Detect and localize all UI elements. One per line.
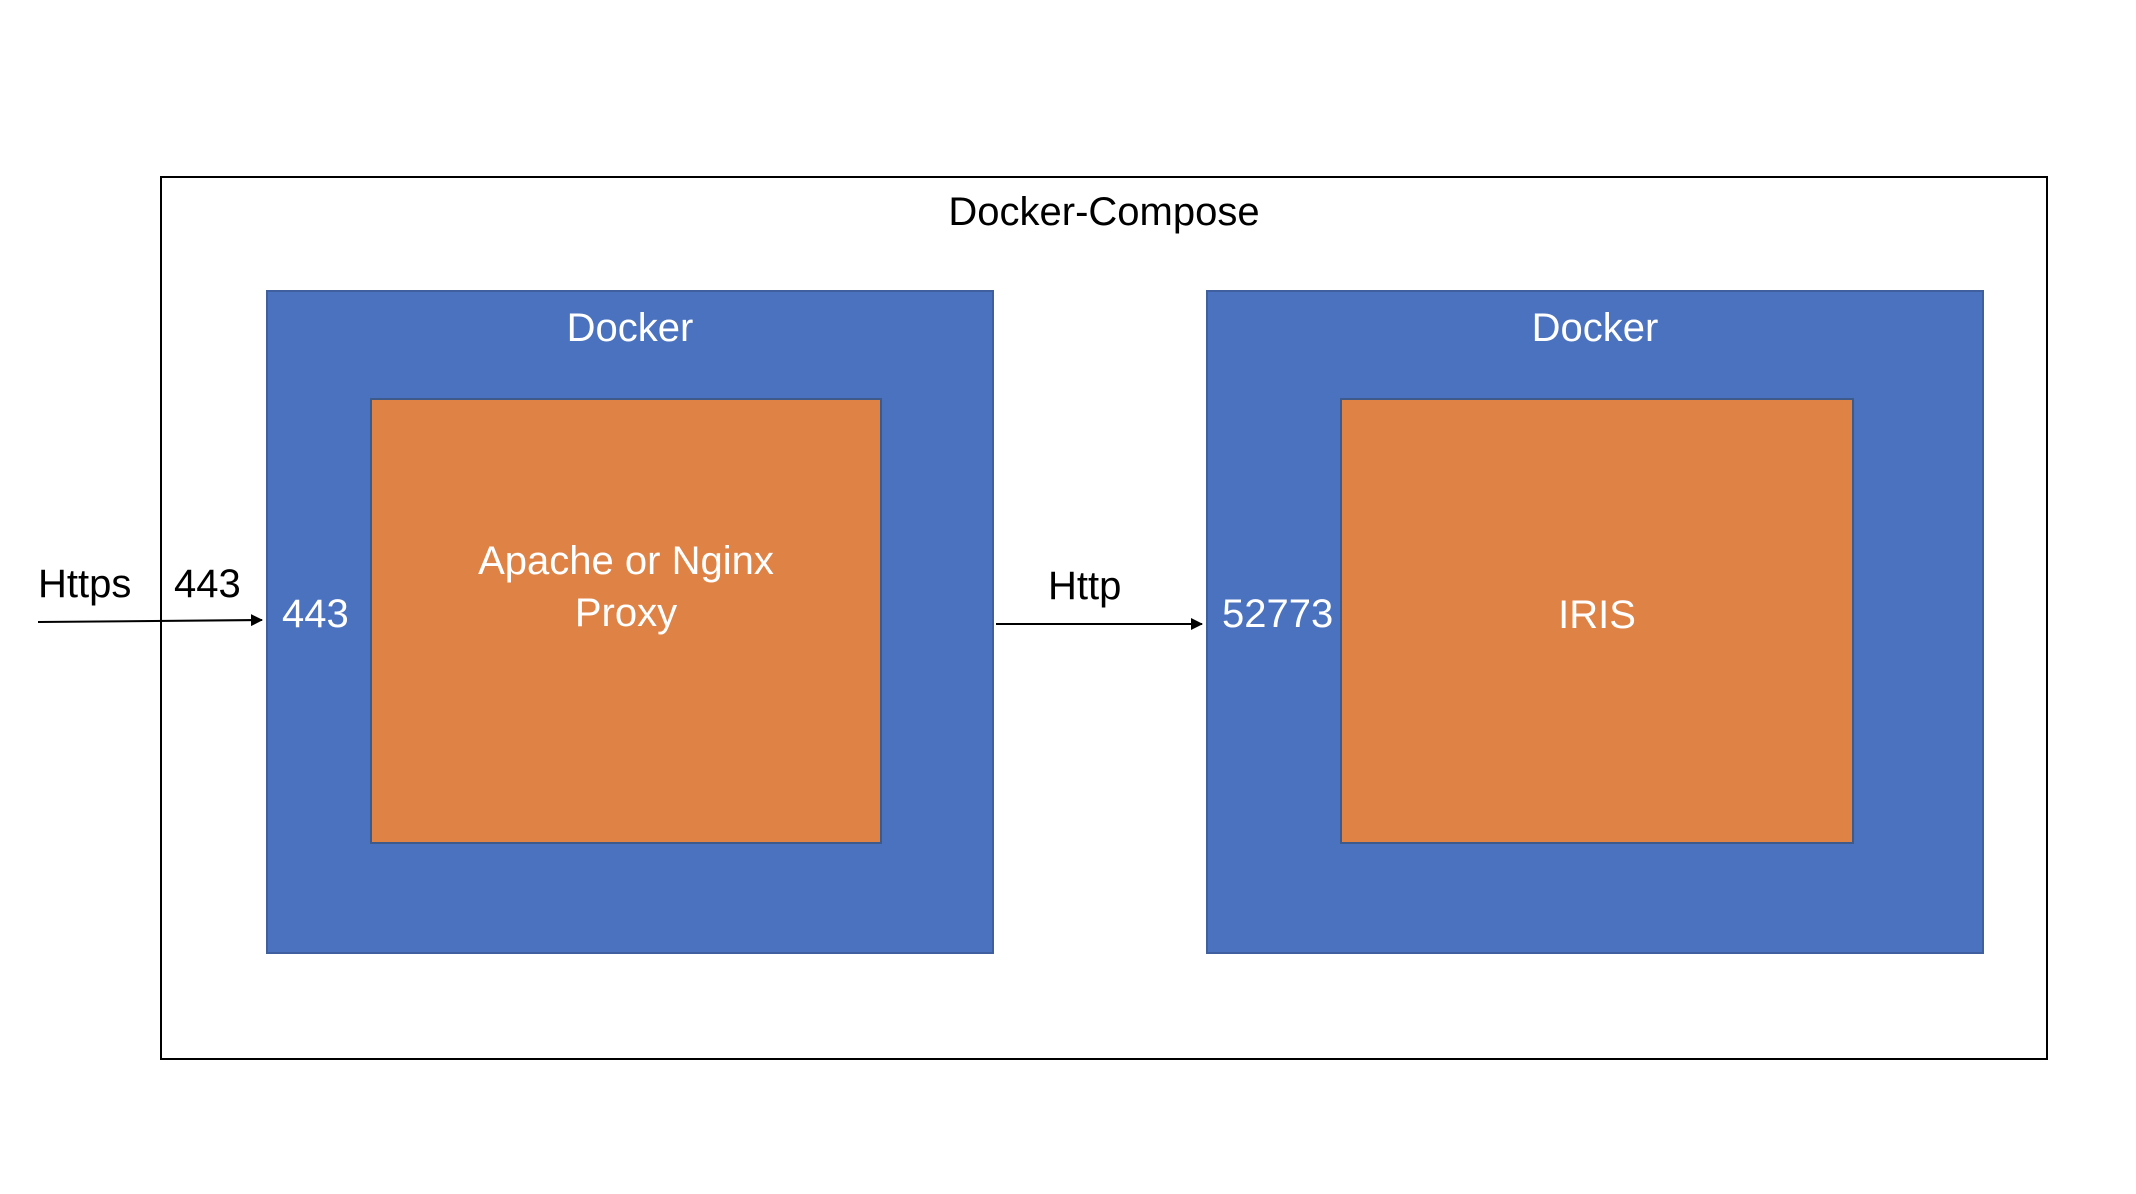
iris-port-label: 52773 — [1222, 592, 1334, 636]
docker-label-iris: Docker — [1531, 306, 1659, 350]
link-protocol-label: Http — [1048, 564, 1122, 608]
docker-compose-title: Docker-Compose — [948, 190, 1260, 234]
service-label-iris: IRIS — [1558, 589, 1636, 641]
service-label-proxy-line-1: Apache or Nginx — [478, 539, 774, 583]
service-box-proxy: Apache or Nginx Proxy — [370, 398, 882, 844]
proxy-port-label: 443 — [282, 592, 349, 636]
service-label-proxy-line-2: Proxy — [574, 591, 678, 635]
service-label-proxy: Apache or Nginx Proxy — [478, 535, 774, 639]
service-box-iris: IRIS — [1340, 398, 1854, 844]
service-label-iris-line-1: IRIS — [1558, 593, 1636, 637]
external-protocol-label: Https — [38, 562, 132, 606]
docker-label-proxy: Docker — [566, 306, 694, 350]
external-port-label: 443 — [174, 562, 241, 606]
